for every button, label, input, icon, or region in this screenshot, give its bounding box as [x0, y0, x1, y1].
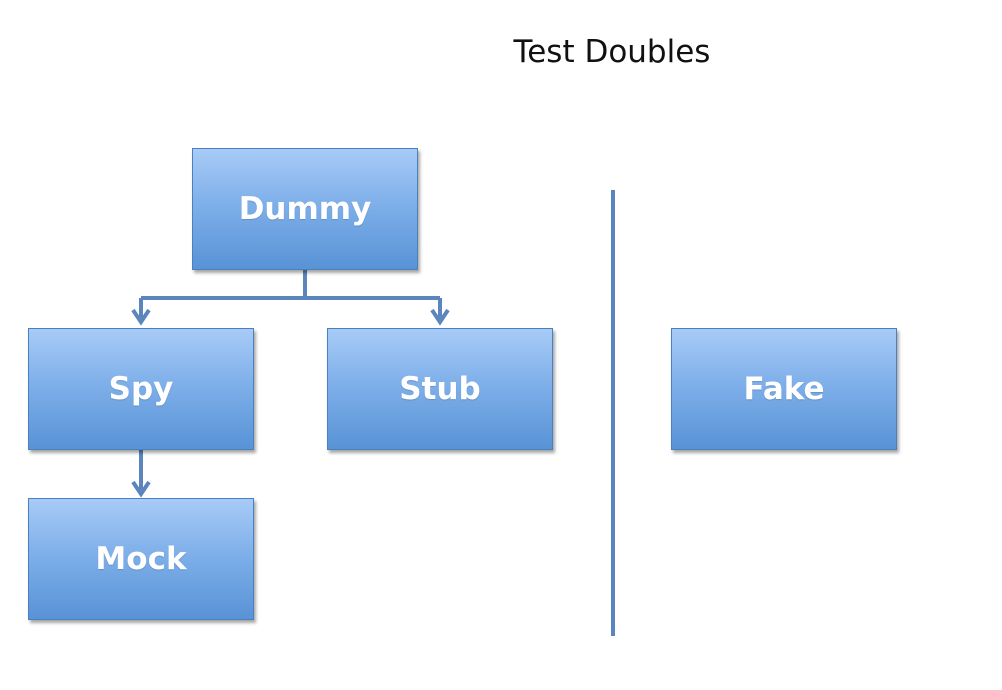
node-stub: Stub: [327, 328, 553, 450]
node-fake: Fake: [671, 328, 897, 450]
node-dummy: Dummy: [192, 148, 418, 270]
diagram-title: Test Doubles: [513, 34, 711, 70]
arrowhead-to-spy: [131, 308, 151, 326]
node-mock: Mock: [28, 498, 254, 620]
edge-dummy-branch: [139, 270, 442, 318]
arrowhead-to-mock: [131, 480, 151, 498]
arrowhead-to-stub: [430, 308, 450, 326]
node-spy: Spy: [28, 328, 254, 450]
